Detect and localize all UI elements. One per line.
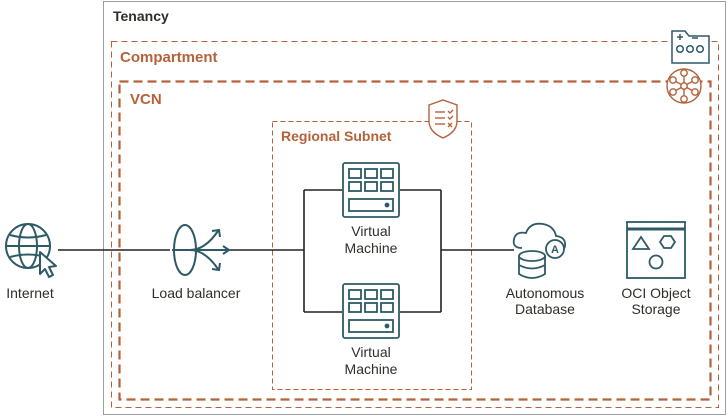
- load-balancer-label: Load balancer: [152, 285, 241, 301]
- vcn-network-icon: [666, 68, 702, 104]
- internet-label: Internet: [6, 285, 54, 301]
- storage-label-line1: OCI Object: [621, 285, 690, 301]
- tenancy-container: [103, 1, 726, 415]
- load-balancer-icon: [172, 224, 231, 276]
- vm2-label-line2: Machine: [345, 361, 398, 377]
- subnet-shield-icon: [428, 99, 458, 139]
- tenancy-label: Tenancy: [113, 8, 169, 24]
- vm2-server-icon: [342, 283, 400, 339]
- compartment-label: Compartment: [120, 49, 218, 66]
- vcn-label: VCN: [130, 91, 162, 108]
- compartment-container: [111, 41, 719, 408]
- vm1-label-line2: Machine: [345, 240, 398, 256]
- object-storage-icon: [626, 221, 686, 279]
- database-label-line2: Database: [515, 301, 575, 317]
- vcn-container: [118, 80, 712, 401]
- vm1-label-line1: Virtual: [351, 223, 390, 239]
- regional-subnet-container: [272, 121, 472, 390]
- storage-label-line2: Storage: [631, 301, 680, 317]
- compartment-folder-icon: [671, 30, 710, 64]
- svg-text:A: A: [551, 244, 559, 256]
- connections: [58, 189, 514, 313]
- autonomous-database-icon: A: [512, 222, 566, 279]
- vm2-label-line1: Virtual: [351, 344, 390, 360]
- regional-subnet-label: Regional Subnet: [281, 128, 392, 144]
- cursor-icon: [39, 251, 57, 278]
- database-label-line1: Autonomous: [506, 285, 585, 301]
- vm1-server-icon: [342, 162, 400, 218]
